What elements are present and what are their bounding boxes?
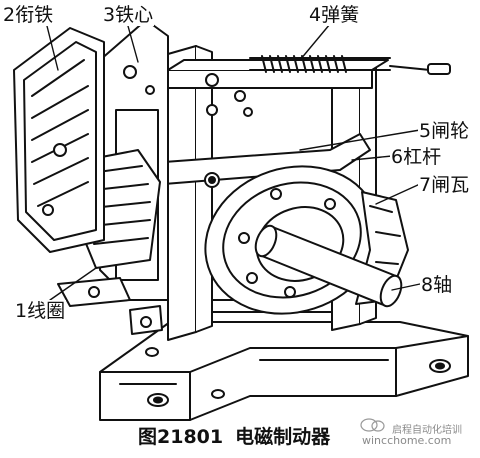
- leader-lines: [45, 21, 421, 301]
- label-spring: 4弹簧: [308, 4, 361, 26]
- label-brake-shoe: 7闸瓦: [418, 174, 471, 196]
- spring: [249, 55, 451, 75]
- armature: [13, 27, 105, 253]
- figure-number: 图21801: [138, 426, 224, 448]
- base-plate: [99, 321, 469, 421]
- label-core: 3铁心: [102, 4, 155, 26]
- figure-title: 电磁制动器: [235, 426, 331, 448]
- watermark-brand: 启程自动化培训: [392, 425, 462, 436]
- label-lever: 6杠杆: [390, 146, 443, 168]
- label-brake-wheel: 5闸轮: [418, 120, 471, 142]
- watermark-url: wincchome.com: [362, 434, 452, 447]
- label-armature: 2衔铁: [2, 4, 55, 26]
- figure-caption: 图21801 电磁制动器: [138, 422, 342, 449]
- label-shaft: 8轴: [420, 274, 454, 296]
- wechat-icon: [360, 418, 385, 432]
- base-bolts: [145, 347, 451, 407]
- shaft: [254, 224, 403, 308]
- label-coil: 1线圈: [14, 300, 67, 322]
